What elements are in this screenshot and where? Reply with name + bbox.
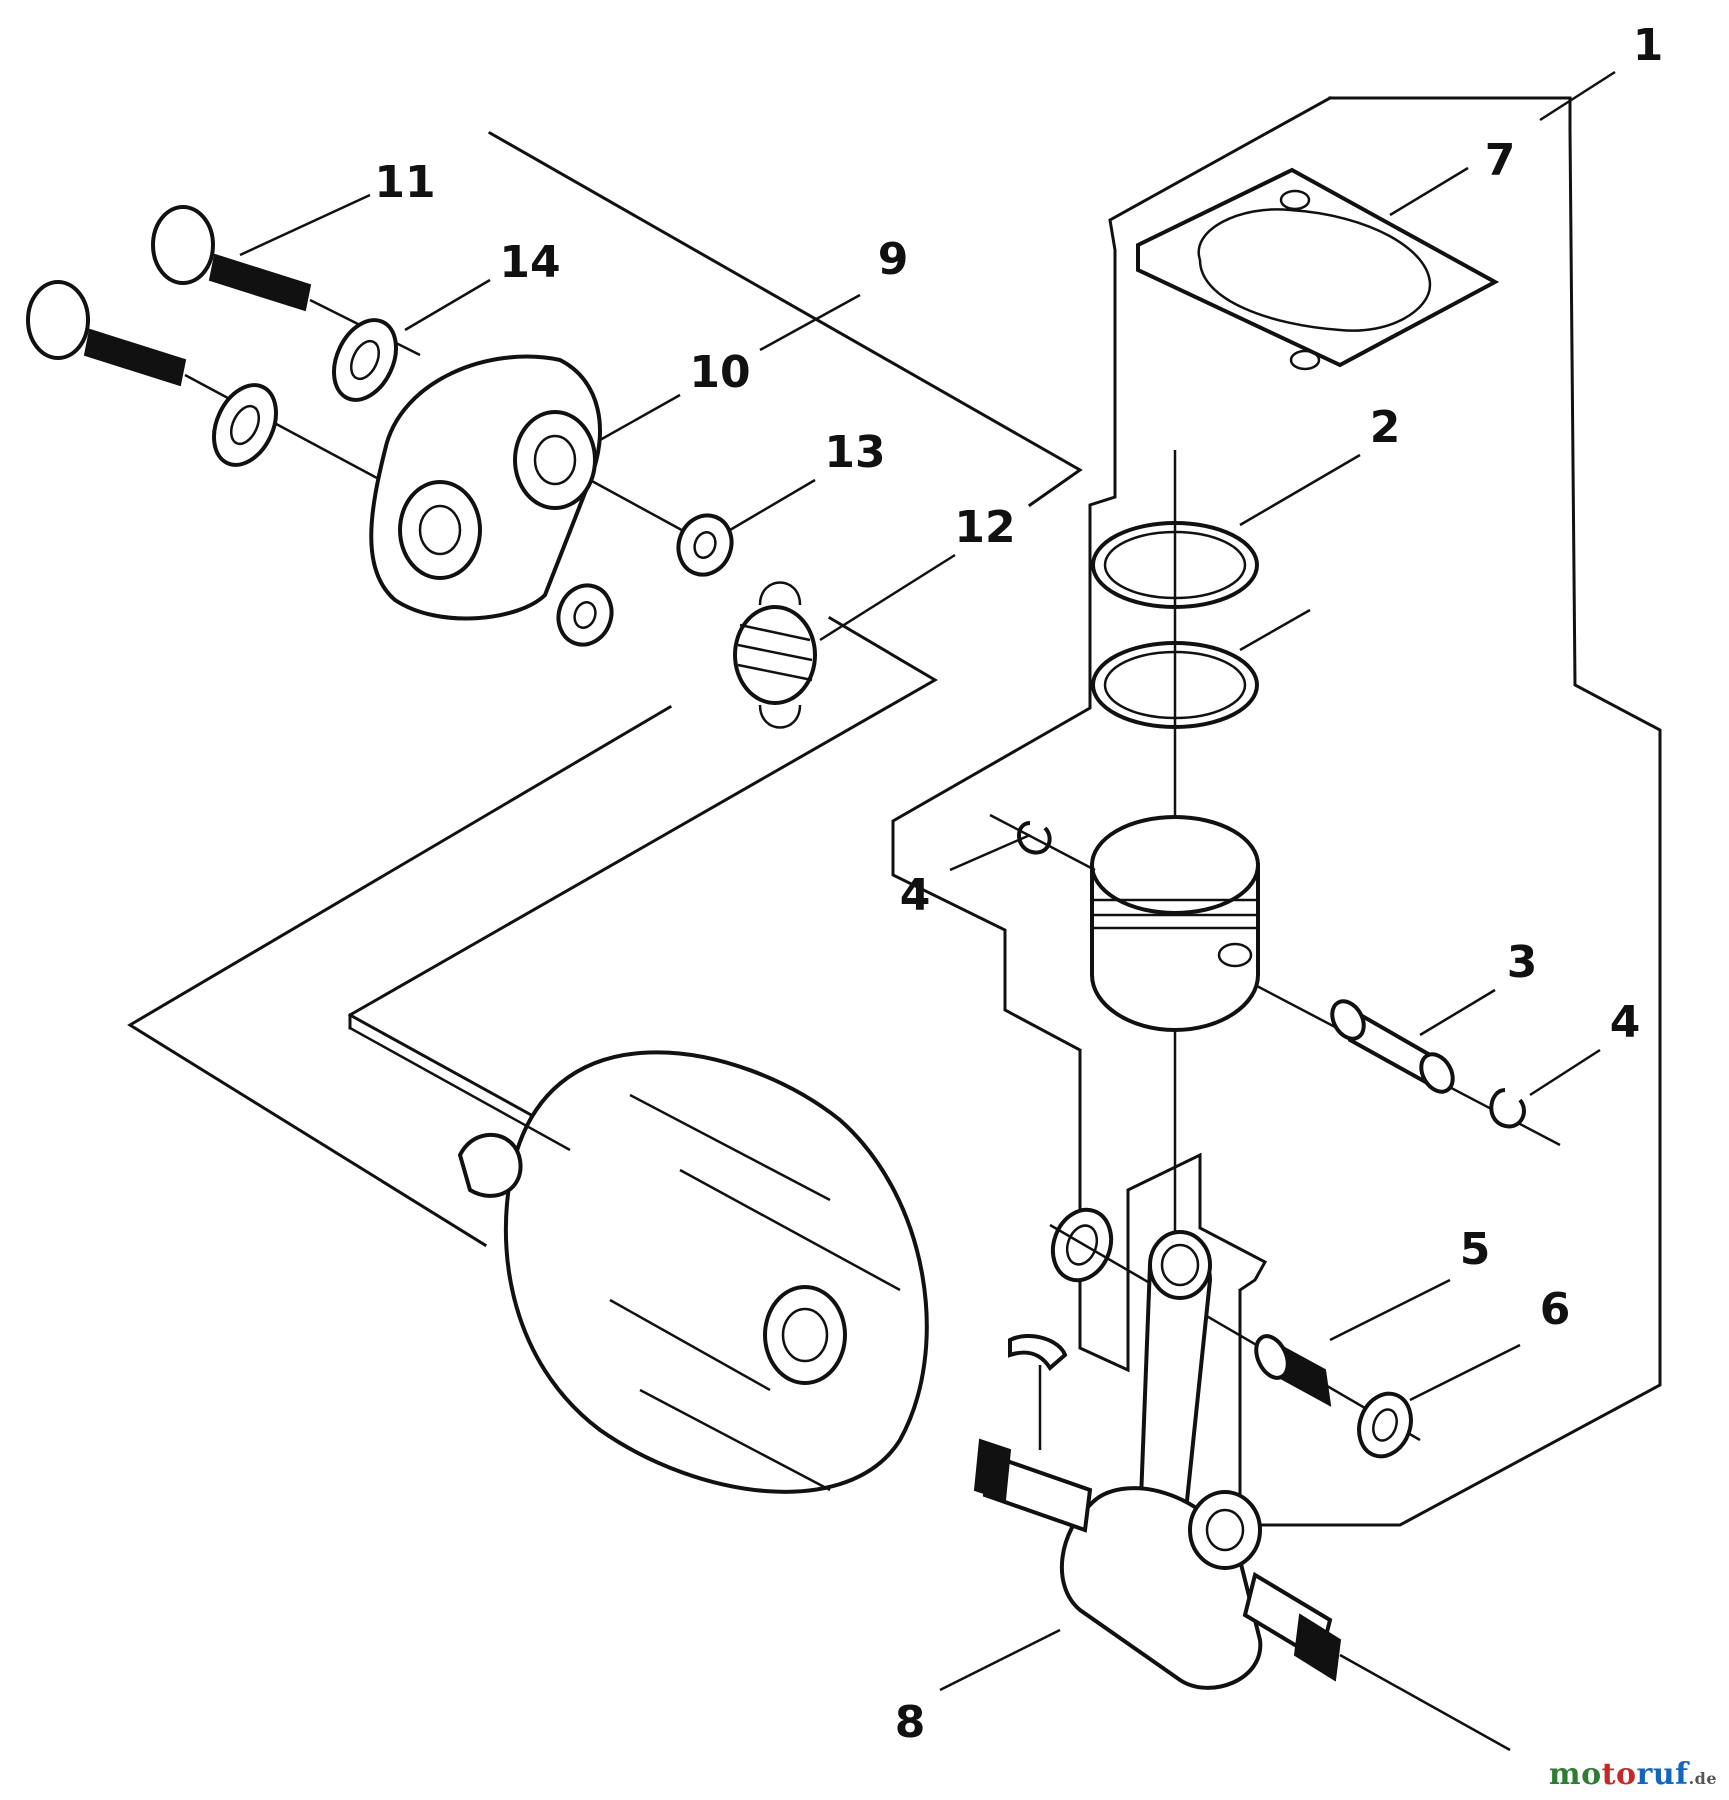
watermark-ruf: ruf <box>1636 1757 1689 1792</box>
callout-2: 2 <box>1370 402 1401 453</box>
callout-5: 5 <box>1460 1224 1491 1275</box>
needle-bearing-part <box>1254 1334 1332 1407</box>
leader-4b <box>1529 1048 1601 1097</box>
callout-11: 11 <box>374 157 435 208</box>
pin-axis-line <box>989 813 1096 872</box>
leader-8 <box>939 1628 1061 1692</box>
washer-13-part <box>676 513 734 577</box>
clutch-spring-part <box>733 581 817 729</box>
clutch-shoes-part <box>369 354 701 621</box>
callout-3: 3 <box>1507 937 1538 988</box>
callout-6: 6 <box>1540 1284 1571 1335</box>
leader-2 <box>1239 453 1361 527</box>
leader-12 <box>819 553 956 642</box>
washer-14-upper-part <box>332 318 398 402</box>
leader-14 <box>404 278 491 332</box>
washer-14-lower-part <box>212 383 278 467</box>
callout-7: 7 <box>1485 135 1516 186</box>
leader-1 <box>1539 70 1616 122</box>
callout-12: 12 <box>954 502 1015 553</box>
crank-axis-line <box>1049 1223 1421 1442</box>
watermark-logo: motoruf.de <box>1549 1757 1717 1792</box>
crankshaft-part <box>973 1230 1511 1752</box>
callout-10: 10 <box>689 347 750 398</box>
callout-4-left: 4 <box>900 870 931 921</box>
clutch-kit-outline <box>487 130 1083 508</box>
leader-13 <box>729 478 816 532</box>
washer-6-part <box>1357 1391 1413 1459</box>
leader-10 <box>599 393 681 442</box>
callout-14: 14 <box>499 237 560 288</box>
leader-2b <box>1239 608 1311 652</box>
callout-13: 13 <box>824 427 885 478</box>
clutch-kit-outline-3 <box>127 704 673 1248</box>
leader-4a <box>949 833 1031 872</box>
callout-1: 1 <box>1633 20 1664 71</box>
callout-4-right: 4 <box>1610 997 1641 1048</box>
leader-9 <box>759 293 861 352</box>
callout-9: 9 <box>878 234 909 285</box>
piston-pin-part <box>1330 999 1455 1095</box>
kit-1-outline <box>891 95 1662 1527</box>
leader-7 <box>1389 166 1469 217</box>
watermark-mo: mo <box>1548 1757 1602 1792</box>
washer-lower-part <box>556 583 614 647</box>
watermark-de: .de <box>1688 1769 1717 1788</box>
piston-part <box>1090 815 1260 1033</box>
clutch-drum-part <box>349 1026 929 1494</box>
clutch-bolts-part <box>26 205 421 487</box>
leader-5 <box>1329 1278 1451 1342</box>
callout-8: 8 <box>895 1697 926 1748</box>
watermark-to: to <box>1601 1757 1637 1792</box>
clutch-kit-outline-2 <box>348 615 938 1030</box>
circlip-right-part <box>1489 1088 1526 1129</box>
leader-6 <box>1409 1343 1521 1402</box>
leader-11 <box>239 193 371 257</box>
leader-3 <box>1419 988 1496 1037</box>
gasket-part <box>1136 167 1500 371</box>
